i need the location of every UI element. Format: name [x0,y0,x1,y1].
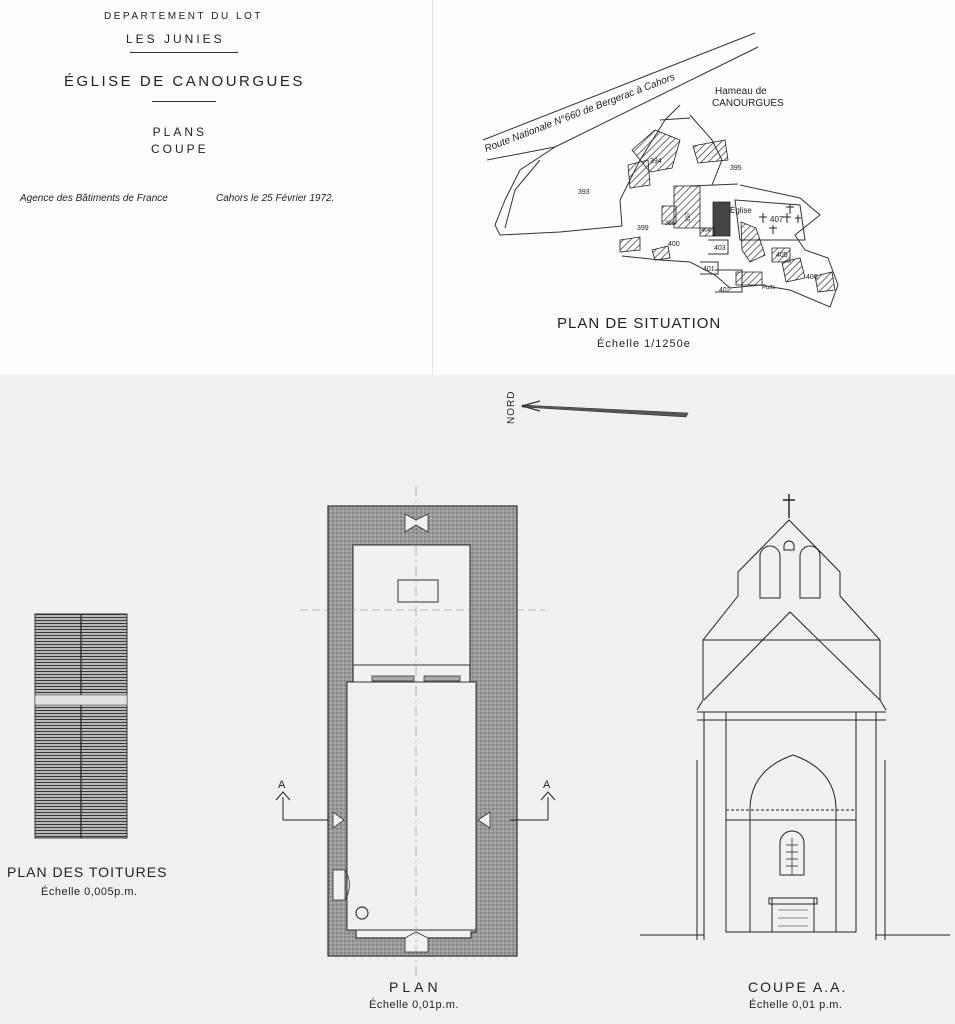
church-label: Église [730,206,752,215]
parcel-396: 396 [665,221,676,227]
parcel-397: 397 [686,211,692,222]
parcel-404: 404 [701,228,712,234]
situation-title: PLAN DE SITUATION [557,315,722,332]
section-drawing [640,494,950,940]
parcel-400: 400 [668,241,680,248]
hamlet-label-2: CANOURGUES [712,98,784,109]
floor-plan [275,486,556,978]
hamlet-label-1: Hameau de [715,86,767,97]
upper-sheet [0,0,955,375]
parcel-403: 403 [714,245,726,252]
roof-plan [34,613,128,839]
doc-type-coupe: COUPE [151,142,209,156]
agency-name: Agence des Bâtiments de France [20,193,168,204]
title-rule-1 [130,52,238,53]
parcel-399: 399 [637,225,649,232]
parcel-401: 401 [703,266,715,273]
situation-buildings [619,129,836,293]
north-arrow [521,400,689,418]
floor-plan-title: PLAN [389,979,442,995]
parcel-407: 407 [770,215,784,224]
department-title: DEPARTEMENT DU LOT [104,11,263,22]
north-label: NORD [506,390,517,424]
parcel-405: 405 [776,252,788,259]
sheet-fold [432,0,433,375]
roof-plan-title: PLAN DES TOITURES [7,864,168,880]
commune-title: LES JUNIES [126,32,225,46]
section-marker-right: A [543,779,551,791]
title-rule-2 [152,101,216,102]
section-marker-left: A [278,779,286,791]
parcel-395: 395 [730,165,742,172]
cemetery-crosses [759,204,801,234]
situation-scale: Échelle 1/1250e [597,338,691,350]
well-label: Puits [762,285,775,291]
parcel-394: 394 [650,158,662,165]
parcel-393: 393 [578,189,590,196]
doc-type-plans: PLANS [152,125,208,139]
parcel-402: 402 [719,287,731,294]
place-date: Cahors le 25 Février 1972. [216,193,335,204]
floor-plan-scale: Échelle 0,01p.m. [369,999,459,1011]
church-title: ÉGLISE DE CANOURGUES [64,73,305,90]
section-scale: Échelle 0,01 p.m. [749,999,843,1011]
document-type: PLANS COUPE [151,124,209,158]
section-title: COUPE A.A. [748,979,848,995]
roof-plan-scale: Échelle 0,005p.m. [41,886,138,898]
parcel-406: 406 [806,274,818,281]
